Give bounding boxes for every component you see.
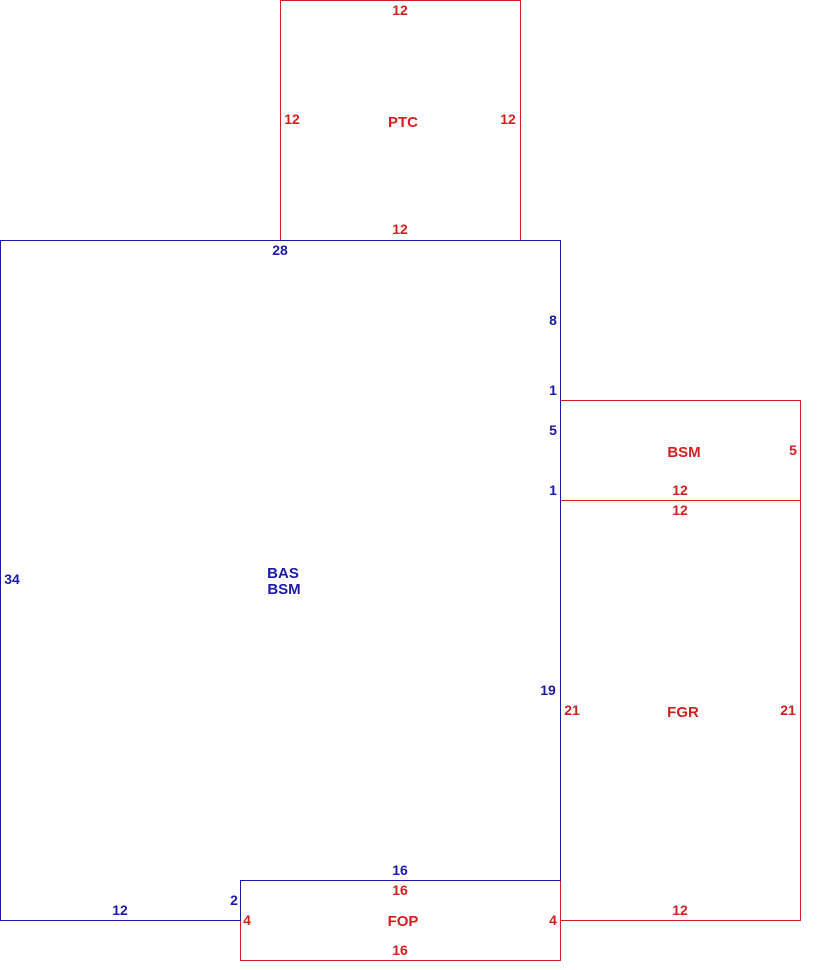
dim-fgr-right: 21	[780, 702, 796, 718]
fgr-area-label: FGR	[667, 704, 699, 721]
dim-bas-right-lower: 19	[540, 682, 556, 698]
dim-bas-right-upper: 8	[549, 312, 557, 328]
dim-fgr-left: 21	[564, 702, 580, 718]
dim-ptc-top: 12	[392, 2, 408, 18]
dim-bas-step-left: 2	[230, 892, 238, 908]
fgr-outline	[560, 500, 801, 921]
ptc-area-label: PTC	[388, 114, 418, 131]
dim-bsm-right: 5	[789, 442, 797, 458]
dim-fgr-bottom: 12	[672, 902, 688, 918]
dim-bas-left: 34	[4, 571, 20, 587]
dim-bas-right-step1: 1	[549, 382, 557, 398]
dim-fop-left: 4	[243, 912, 251, 928]
dim-ptc-bottom: 12	[392, 221, 408, 237]
dim-fgr-top: 12	[672, 502, 688, 518]
bsm-area-label: BSM	[667, 444, 700, 461]
bas-outline	[0, 240, 561, 921]
dim-bas-right-bsm: 5	[549, 422, 557, 438]
dim-bas-top: 28	[272, 242, 288, 258]
bas-area-label-2: BSM	[267, 581, 300, 598]
dim-fop-bottom: 16	[392, 942, 408, 958]
dim-bas-bottom-fop: 16	[392, 862, 408, 878]
bas-area-label: BAS	[267, 565, 299, 582]
dim-bas-bottom-left: 12	[112, 902, 128, 918]
dim-ptc-right: 12	[500, 111, 516, 127]
fop-area-label: FOP	[388, 913, 419, 930]
dim-fop-right: 4	[549, 912, 557, 928]
dim-fop-top: 16	[392, 882, 408, 898]
dim-bas-right-step2: 1	[549, 482, 557, 498]
dim-bsm-bottom: 12	[672, 482, 688, 498]
dim-ptc-left: 12	[284, 111, 300, 127]
